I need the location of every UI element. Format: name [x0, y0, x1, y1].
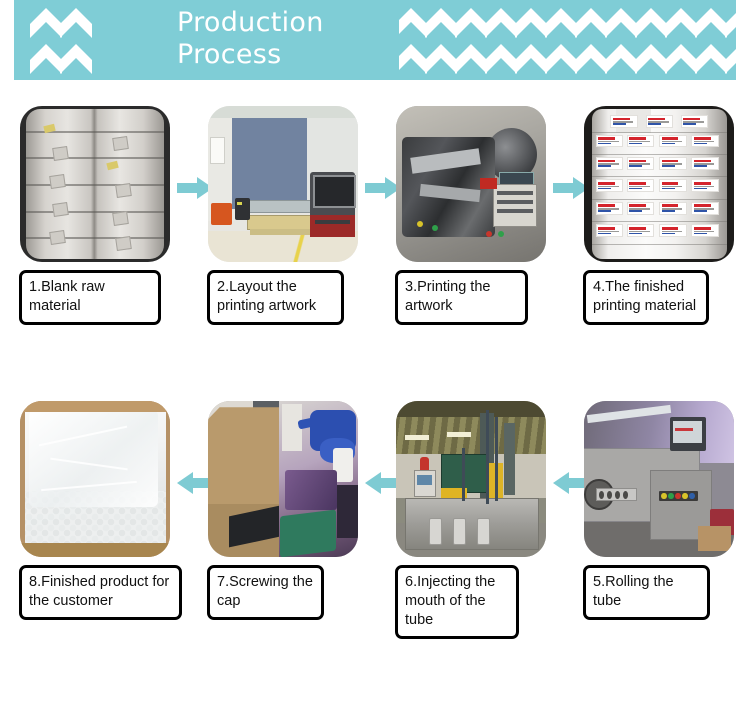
page-title: Production Process: [177, 1, 387, 79]
step-7-photo-screwing-cap: [208, 401, 358, 557]
step-2-label: 2.Layout the printing artwork: [207, 270, 344, 325]
process-step-1: 1.Blank raw material: [6, 100, 213, 360]
process-row-2: 8.Finished product for the customer: [0, 395, 750, 645]
header-chevron-pattern-right: [399, 8, 736, 74]
flow-arrow-1-to-2: [177, 176, 213, 200]
step-6-photo-injecting-mouth: [396, 401, 546, 557]
page-title-line-2: Process: [177, 39, 282, 70]
flow-arrow-3-to-4: [553, 176, 589, 200]
step-3-photo-printing-press: [396, 106, 546, 262]
step-4-photo-printed-material: [584, 106, 734, 262]
flow-arrow-5-to-6: [553, 471, 589, 495]
flow-arrow-2-to-3: [365, 176, 401, 200]
step-8-label: 8.Finished product for the customer: [19, 565, 182, 620]
step-5-photo-rolling-tube: [584, 401, 734, 557]
step-7-label: 7.Screwing the cap: [207, 565, 324, 620]
process-step-8: 8.Finished product for the customer: [6, 395, 213, 645]
process-step-3: 3.Printing the artwork: [382, 100, 589, 360]
process-step-6: 6.Injecting the mouth of the tube: [382, 395, 589, 645]
step-6-label: 6.Injecting the mouth of the tube: [395, 565, 519, 639]
page-header: Production Process: [14, 0, 736, 80]
process-step-5: 5.Rolling the tube: [570, 395, 750, 645]
header-chevron-pattern-left: [30, 8, 92, 74]
process-step-4: 4.The finished printing material: [570, 100, 750, 360]
process-step-7: 7.Screwing the cap: [194, 395, 401, 645]
flow-arrow-7-to-8: [177, 471, 213, 495]
process-step-2: 2.Layout the printing artwork: [194, 100, 401, 360]
step-5-label: 5.Rolling the tube: [583, 565, 710, 620]
step-2-photo-layout-artwork: [208, 106, 358, 262]
page-title-line-1: Production: [177, 7, 324, 38]
step-3-label: 3.Printing the artwork: [395, 270, 528, 325]
flow-arrow-6-to-7: [365, 471, 401, 495]
step-4-label: 4.The finished printing material: [583, 270, 709, 325]
step-1-label: 1.Blank raw material: [19, 270, 161, 325]
step-1-photo-blank-raw-material: [20, 106, 170, 262]
process-row-1: 1.Blank raw material: [0, 100, 750, 360]
step-8-photo-finished-product: [20, 401, 170, 557]
